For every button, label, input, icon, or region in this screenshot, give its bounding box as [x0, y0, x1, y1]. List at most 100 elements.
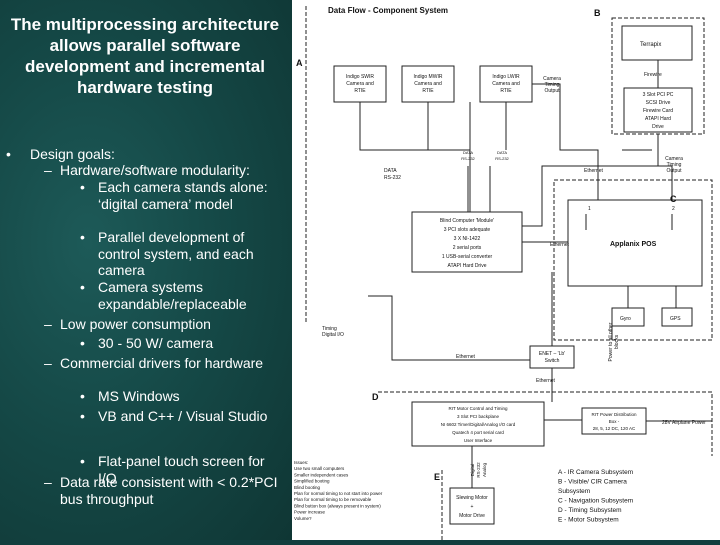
bullet-marker: – — [44, 162, 52, 178]
connection-lines — [359, 60, 712, 488]
label-line: C - Navigation Subsystem — [558, 498, 633, 505]
slewing-motor-label: Slewing Motor+Motor Drive — [456, 495, 488, 519]
bullet-marker: • — [80, 408, 85, 424]
bullet-text: Hardware/software modularity: — [60, 162, 250, 178]
label-line: SCSI Drive — [646, 100, 671, 106]
label-line: RTIE — [500, 88, 512, 94]
label-line: Blind Computer 'Module' — [440, 218, 494, 224]
label-line: Timing — [667, 162, 682, 168]
bullet-item: • 30 - 50 W/ camera — [80, 335, 282, 352]
label-line: Use two small computers — [294, 466, 345, 471]
label-line: RTIE — [422, 88, 434, 94]
label-line: DATA — [497, 150, 507, 155]
label-line: Plan for normal timing to not start into… — [294, 491, 383, 496]
label-line: Indigo LWIR — [492, 74, 520, 80]
label-line: Subsystem — [558, 488, 590, 495]
bullet-marker: • — [80, 335, 85, 351]
label-line: Digital I/O — [322, 332, 344, 338]
bullet-marker: • — [80, 179, 85, 195]
label-line: A - IR Camera Subsystem — [558, 469, 633, 476]
label-line: Smaller independent cases — [294, 472, 349, 477]
ethernet-label-4: Ethernet — [536, 378, 556, 384]
label-line: Output — [544, 88, 560, 94]
firewire-label: Firewire — [644, 72, 662, 78]
bullet-marker: – — [44, 316, 52, 332]
bullet-text: 30 - 50 W/ camera — [98, 335, 214, 351]
label-line: RS-232 — [461, 156, 475, 161]
section-letter-c: C — [670, 194, 677, 204]
section-d-outline — [378, 391, 713, 456]
label-line: Indigo MWIR — [414, 74, 443, 80]
airplane-power-label: 28V Airplane Power — [662, 420, 706, 426]
label-line: Plan for normal timing to be removable — [294, 497, 372, 502]
label-line: Power increase — [294, 510, 326, 515]
enet-switch-label: ENET – 'Lb'Switch — [539, 351, 565, 364]
label-line: 3 PCI slots adequate — [444, 227, 491, 233]
label-line: Slewing Motor — [456, 495, 488, 501]
label-line: D - Timing Subsystem — [558, 507, 622, 514]
terrapix-label: Terrapix — [640, 42, 661, 48]
label-line: RS-232 — [384, 175, 401, 181]
applanix-port-2: 2 — [672, 206, 675, 212]
label-line: Quatech 4 port serial card — [452, 430, 504, 435]
diagram-svg: Data Flow - Component System A B C D E T… — [294, 6, 713, 540]
bullet-text: Commercial drivers for hardware — [60, 355, 264, 371]
label-line: RTIE — [354, 88, 366, 94]
label-line: Digital — [470, 464, 475, 477]
bullet-item: –Data rate consistent with < 0.2*PCI bus… — [44, 474, 282, 507]
bullet-item: •MS Windows — [80, 388, 282, 405]
diagram-title: Data Flow - Component System — [328, 6, 448, 15]
label-line: RS-232 — [495, 156, 509, 161]
bullet-text: Flat-panel touch screen for I/O — [98, 453, 265, 486]
bullet-item: • VB and C++ / Visual Studio — [80, 408, 282, 425]
section-b-outline — [611, 17, 705, 135]
bullet-text: Parallel development of control system, … — [98, 229, 254, 278]
text-panel: The multiprocessing architecture allows … — [0, 0, 292, 540]
label-line: Output — [666, 168, 682, 174]
bullet-text: VB and C++ / Visual Studio — [98, 408, 268, 424]
label-line: Analog — [482, 462, 487, 477]
label-line: Firewire Card — [643, 108, 673, 114]
label-line: RS-232 — [476, 462, 481, 478]
bullet-item: • Parallel development of control system,… — [80, 229, 282, 279]
blind-computer-label: Blind Computer 'Module' 3 PCI slots adequ… — [440, 218, 494, 269]
label-line: NI 6602 Timer/Digital/Analog I/O card — [441, 422, 516, 427]
label-line: ATAPI Hard — [645, 116, 671, 122]
bullet-text: Data rate consistent with < 0.2*PCI bus … — [60, 474, 278, 507]
section-c-outline — [553, 179, 713, 341]
bullet-item: –Low power consumption — [44, 316, 282, 333]
section-letter-e: E — [434, 472, 440, 482]
bullet-marker: • — [80, 229, 85, 245]
label-line: 28, 5, 12 DC, 120 AC — [593, 426, 636, 431]
bullet-item: • Flat-panel touch screen for I/O — [80, 453, 282, 486]
ethernet-label-3: Ethernet — [456, 354, 476, 360]
label-line: 3 Slot PCI backplane — [457, 414, 500, 419]
label-line: 1 USB-serial converter — [442, 254, 493, 260]
label-line: 2 serial ports — [453, 245, 482, 251]
label-line: Simplified booting — [294, 479, 330, 484]
bullet-marker: – — [44, 355, 52, 371]
label-line: B - Visible/ CIR Camera — [558, 479, 627, 486]
label-line: Timing — [322, 326, 337, 332]
section-letter-b: B — [594, 8, 601, 18]
bullet-item: –Hardware/software modularity: — [44, 162, 282, 179]
applanix-port-1: 1 — [588, 206, 591, 212]
label-line: User Interface — [464, 438, 493, 443]
label-line: 3 X NI-1422 — [454, 236, 481, 242]
label-line: RIT Motor Control and Timing — [449, 406, 508, 411]
label-line: Camera and — [492, 81, 520, 87]
label-line: Volume? — [294, 516, 312, 521]
section-letter-a: A — [296, 58, 303, 68]
applanix-box — [567, 199, 703, 287]
bullet-marker: • — [80, 453, 85, 469]
ethernet-label-1: Ethernet — [584, 168, 604, 174]
label-line: Drive — [652, 124, 664, 130]
bullet-item: –Commercial drivers for hardware — [44, 355, 282, 372]
